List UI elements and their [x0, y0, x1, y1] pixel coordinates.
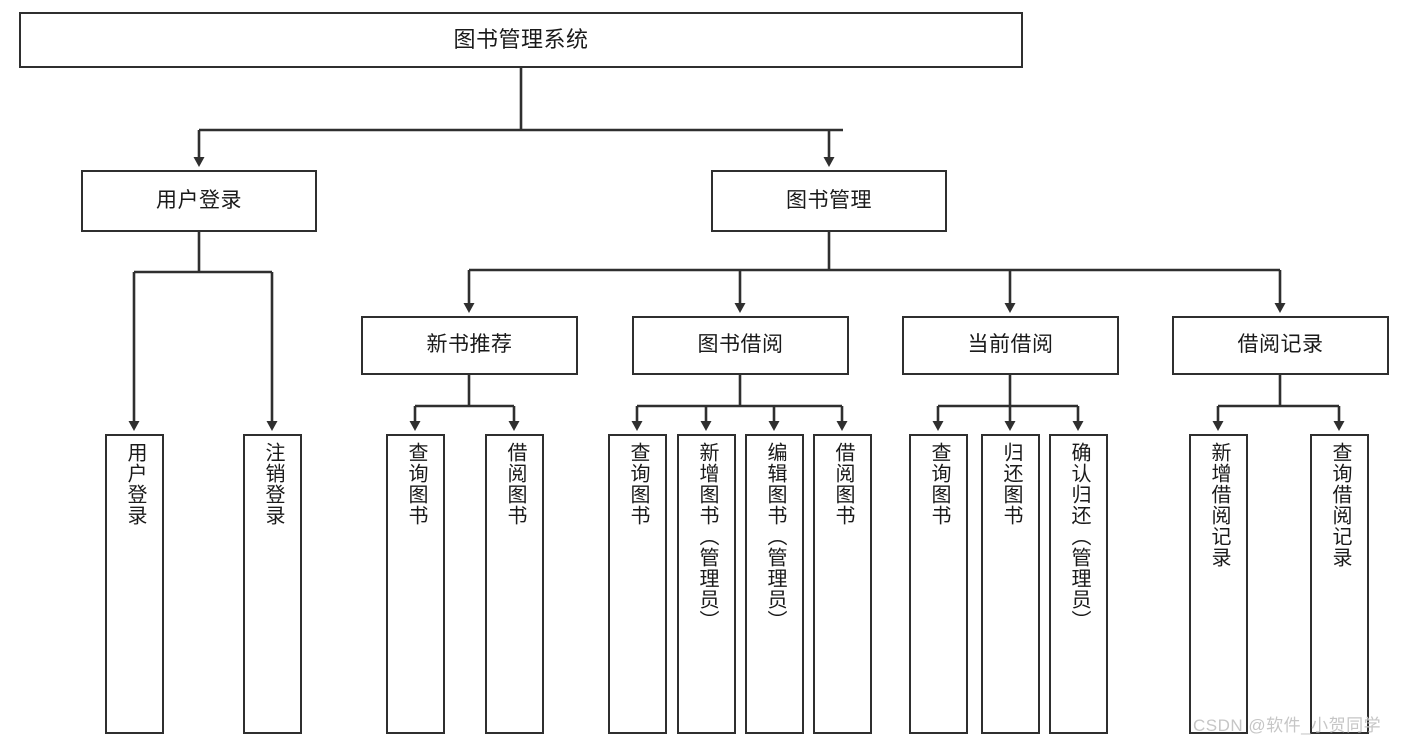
- leaf-borrow-books-bb-label: 借阅图书: [832, 442, 854, 526]
- csdn-watermark: CSDN @软件_小贺同学: [1193, 716, 1382, 735]
- leaf-borrow-books-nbr-label: 借阅图书: [504, 442, 526, 526]
- leaf-logout-label: 注销登录: [262, 442, 284, 526]
- node-borrow-record[interactable]: 借阅记录: [1172, 316, 1389, 375]
- node-book-management[interactable]: 图书管理: [711, 170, 947, 232]
- leaf-add-book-admin-label: 新增图书（管理员）: [696, 442, 718, 631]
- leaf-query-books-bb[interactable]: 查询图书: [608, 434, 667, 734]
- leaf-borrow-books-nbr[interactable]: 借阅图书: [485, 434, 544, 734]
- node-borrow-record-label: 借阅记录: [1237, 333, 1324, 357]
- leaf-edit-book-admin-label: 编辑图书（管理员）: [764, 442, 786, 631]
- node-user-login[interactable]: 用户登录: [81, 170, 317, 232]
- leaf-return-books-label: 归还图书: [1000, 442, 1022, 526]
- leaf-borrow-books-bb[interactable]: 借阅图书: [813, 434, 872, 734]
- leaf-query-books-nbr-label: 查询图书: [405, 442, 427, 526]
- node-current-borrowing-label: 当前借阅: [967, 333, 1054, 357]
- leaf-user-login[interactable]: 用户登录: [105, 434, 164, 734]
- leaf-add-borrow-record-label: 新增借阅记录: [1208, 442, 1230, 568]
- leaf-logout[interactable]: 注销登录: [243, 434, 302, 734]
- node-user-login-label: 用户登录: [156, 188, 242, 212]
- leaf-query-borrow-record-label: 查询借阅记录: [1329, 442, 1351, 568]
- leaf-query-books-cb[interactable]: 查询图书: [909, 434, 968, 734]
- leaf-query-books-bb-label: 查询图书: [627, 442, 649, 526]
- leaf-query-books-nbr[interactable]: 查询图书: [386, 434, 445, 734]
- leaf-query-books-cb-label: 查询图书: [928, 442, 950, 526]
- node-root-label: 图书管理系统: [453, 26, 589, 52]
- node-book-borrowing[interactable]: 图书借阅: [632, 316, 849, 375]
- leaf-confirm-return-admin-label: 确认归还（管理员）: [1068, 442, 1090, 631]
- leaf-query-borrow-record[interactable]: 查询借阅记录: [1310, 434, 1369, 734]
- node-root[interactable]: 图书管理系统: [19, 12, 1023, 68]
- leaf-add-book-admin[interactable]: 新增图书（管理员）: [677, 434, 736, 734]
- leaf-add-borrow-record[interactable]: 新增借阅记录: [1189, 434, 1248, 734]
- leaf-confirm-return-admin[interactable]: 确认归还（管理员）: [1049, 434, 1108, 734]
- node-book-borrowing-label: 图书借阅: [697, 333, 784, 357]
- leaf-edit-book-admin[interactable]: 编辑图书（管理员）: [745, 434, 804, 734]
- node-new-book-recommend-label: 新书推荐: [426, 333, 513, 357]
- leaf-return-books[interactable]: 归还图书: [981, 434, 1040, 734]
- node-current-borrowing[interactable]: 当前借阅: [902, 316, 1119, 375]
- node-book-management-label: 图书管理: [786, 188, 872, 212]
- node-new-book-recommend[interactable]: 新书推荐: [361, 316, 578, 375]
- leaf-user-login-label: 用户登录: [124, 442, 146, 526]
